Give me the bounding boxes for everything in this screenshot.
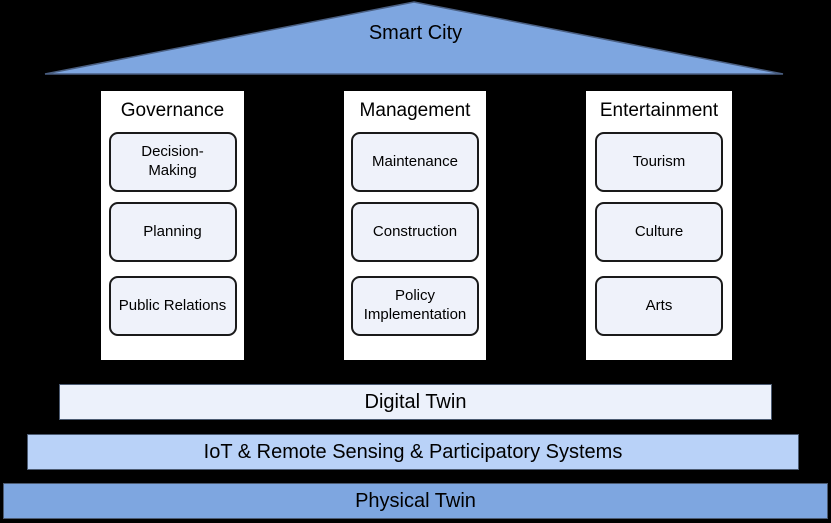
pillar-management: Management Maintenance Construction Poli… — [343, 90, 487, 361]
box-arts: Arts — [595, 276, 723, 336]
smart-city-title: Smart City — [368, 22, 463, 44]
box-culture: Culture — [595, 202, 723, 262]
bar-digital-twin: Digital Twin — [59, 384, 772, 420]
box-policy-implementation: Policy Implementation — [351, 276, 479, 336]
pillar-governance: Governance Decision- Making Planning Pub… — [100, 90, 245, 361]
bar-physical-twin-label: Physical Twin — [355, 490, 476, 512]
box-public-relations: Public Relations — [108, 276, 237, 336]
box-planning: Planning — [108, 202, 237, 262]
pillar-entertainment-header: Entertainment — [599, 100, 719, 121]
roof-triangle — [44, 1, 784, 75]
pillar-governance-header: Governance — [120, 100, 225, 121]
box-tourism: Tourism — [595, 132, 723, 192]
box-construction: Construction — [351, 202, 479, 262]
box-maintenance: Maintenance — [351, 132, 479, 192]
roof-triangle-shape — [44, 1, 784, 75]
pillar-management-header: Management — [359, 100, 471, 121]
pillar-entertainment: Entertainment Tourism Culture Arts — [585, 90, 733, 361]
bar-digital-twin-label: Digital Twin — [364, 391, 467, 413]
bar-iot-remote-sensing-label: IoT & Remote Sensing & Participatory Sys… — [203, 441, 623, 463]
box-decision-making: Decision- Making — [108, 132, 237, 192]
bar-physical-twin: Physical Twin — [3, 483, 828, 519]
bar-iot-remote-sensing: IoT & Remote Sensing & Participatory Sys… — [27, 434, 799, 470]
